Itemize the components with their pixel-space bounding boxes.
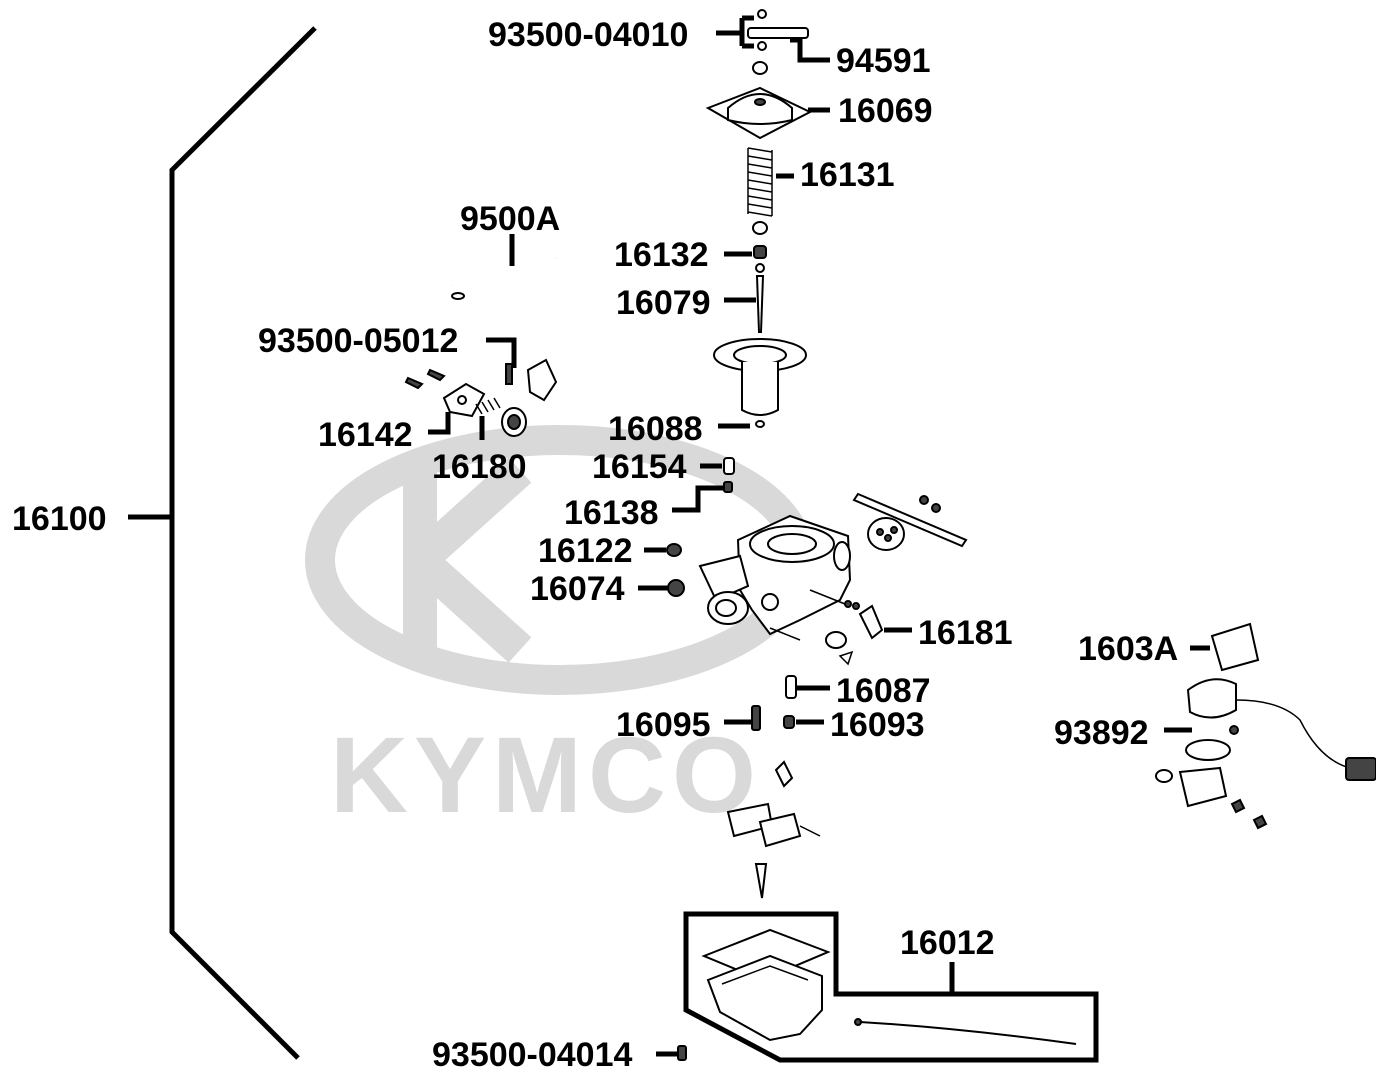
part-float-bowl [701, 928, 1077, 1045]
kymco-watermark: KYMCO [305, 425, 815, 835]
part-pilot-screws [723, 457, 735, 493]
leader-93500-04010 [716, 15, 754, 49]
watermark-brand-text: KYMCO [330, 714, 762, 835]
part-choke-bracket [404, 358, 558, 402]
leader-16138 [672, 485, 724, 513]
part-needle-clip [753, 245, 767, 259]
label-16181[interactable]: 16181 [918, 614, 1013, 652]
leader-16142 [428, 412, 451, 435]
label-16069[interactable]: 16069 [838, 92, 933, 130]
assembly-bracket [169, 26, 317, 1060]
label-16100[interactable]: 16100 [12, 500, 107, 538]
label-16088[interactable]: 16088 [608, 410, 703, 448]
label-16122[interactable]: 16122 [538, 532, 633, 570]
label-93500-04014[interactable]: 93500-04014 [432, 1036, 633, 1074]
part-diaphragm-slide [713, 338, 807, 428]
label-16012[interactable]: 16012 [900, 924, 995, 962]
label-16154[interactable]: 16154 [592, 448, 687, 486]
label-16138[interactable]: 16138 [564, 494, 659, 532]
part-throttle-shaft [852, 492, 968, 551]
leader-93500-05012 [486, 337, 517, 368]
part-accel-pump-cover [442, 382, 486, 418]
label-16132[interactable]: 16132 [614, 236, 709, 274]
label-1603A[interactable]: 1603A [1078, 630, 1178, 668]
part-jet-needle [755, 263, 765, 333]
part-carburetor-body [698, 514, 852, 641]
part-auto-choke [1155, 622, 1376, 830]
kit-box-16012 [683, 911, 1099, 1063]
label-16180[interactable]: 16180 [432, 448, 527, 486]
part-drain-screw [677, 1045, 687, 1061]
label-93500-04010[interactable]: 93500-04010 [488, 16, 688, 54]
part-spring [747, 147, 773, 235]
label-16142[interactable]: 16142 [318, 416, 413, 454]
part-float-assembly [726, 760, 821, 899]
label-93500-05012[interactable]: 93500-05012 [258, 322, 458, 360]
label-16131[interactable]: 16131 [800, 156, 895, 194]
part-hose [449, 257, 559, 300]
part-16181-elbow [844, 600, 884, 640]
label-16079[interactable]: 16079 [616, 284, 711, 322]
label-93892[interactable]: 93892 [1054, 714, 1149, 752]
label-16095[interactable]: 16095 [616, 706, 711, 744]
part-pump-spring [475, 397, 527, 437]
label-94591[interactable]: 94591 [836, 42, 931, 80]
part-16122-washer [666, 543, 682, 557]
label-16074[interactable]: 16074 [530, 570, 625, 608]
part-16074-plug [667, 579, 685, 597]
leader-94591 [790, 37, 830, 63]
label-16087[interactable]: 16087 [836, 672, 931, 710]
label-9500A[interactable]: 9500A [460, 200, 560, 238]
part-top-screws [747, 9, 809, 75]
label-16093[interactable]: 16093 [830, 706, 925, 744]
part-top-cover [705, 86, 813, 140]
part-main-jet-group [751, 631, 854, 731]
